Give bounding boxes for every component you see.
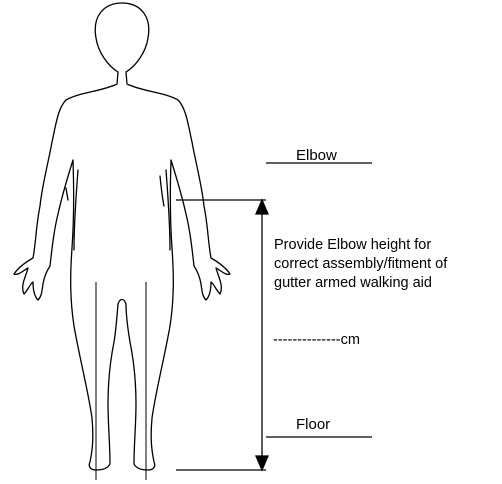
head-outline <box>95 3 149 72</box>
instruction-text: Provide Elbow height for correct assembl… <box>274 236 447 293</box>
floor-label: Floor <box>296 416 330 434</box>
arrow-up-icon <box>256 200 268 214</box>
body-outline-left <box>14 72 118 470</box>
instruction-line-1: Provide Elbow height for <box>274 236 447 255</box>
crotch-outline <box>118 300 126 305</box>
body-outline-right <box>126 72 230 470</box>
elbow-crease-left <box>66 188 68 200</box>
instruction-line-3: gutter armed walking aid <box>274 274 447 293</box>
inner-arm-right <box>166 170 170 250</box>
arrow-down-icon <box>256 456 268 470</box>
inner-arm-left <box>74 170 78 250</box>
elbow-crease-right <box>160 176 164 206</box>
instruction-line-2: correct assembly/fitment of <box>274 255 447 274</box>
elbow-label: Elbow <box>296 147 337 165</box>
elbow-height-cm-field[interactable]: --------------cm <box>273 331 360 349</box>
